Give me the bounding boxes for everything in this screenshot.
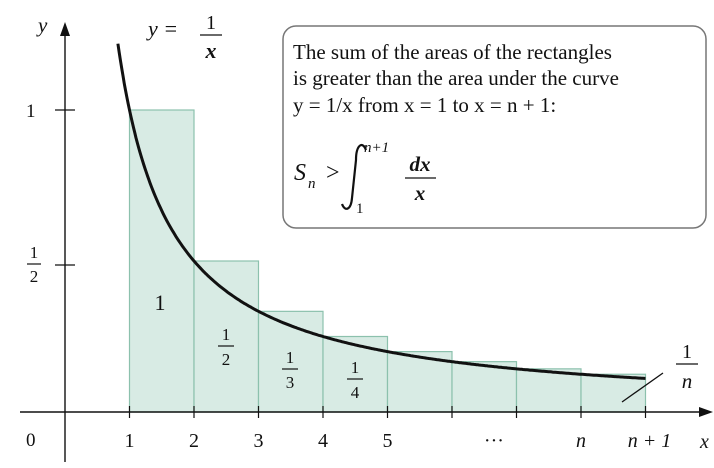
callout-line-2: is greater than the area under the curve [293,66,619,90]
rect-label-half-denominator: 2 [222,350,231,369]
rectangle-1 [128,109,195,413]
rectangles-group [128,109,647,413]
rect-label-third-numerator: 1 [286,348,295,367]
rectangle-8 [580,373,647,413]
curve-label: y = 1 x [146,12,222,63]
x-tick-label-6: ··· [484,430,504,452]
curve-label-lhs: y = [146,16,178,41]
curve-one-over-x [116,43,646,380]
origin-label: 0 [26,430,36,451]
rect-label-third-denominator: 3 [286,373,295,392]
y-tick-half-denominator: 2 [30,267,39,286]
rect-label-quarter-denominator: 4 [351,383,360,402]
rectangle-7 [515,368,582,413]
x-axis-label: x [699,431,709,453]
last-rect-numerator: 1 [682,341,692,363]
inequality-lhs-subscript: n [308,176,316,192]
curve-group [116,43,646,380]
x-tick-label-8: n + 1 [628,430,672,452]
integral-sign-icon [340,143,368,210]
x-tick-label-2: 2 [189,430,199,452]
last-rect-denominator: n [682,369,693,393]
last-rect-label: 1 n [621,341,698,403]
rectangle-6 [451,361,518,413]
rect-label-1: 1 [155,290,166,315]
callout-inequality: S n > n+1 1 dx x [294,140,436,217]
integrand-numerator: dx [410,152,431,176]
y-tick-label-half: 1 2 [27,243,41,286]
rect-label-quarter: 1 4 [347,358,363,402]
rect-label-third: 1 3 [282,348,298,392]
curve-label-numerator: 1 [206,12,216,34]
callout-border [282,25,707,229]
rect-label-half: 1 2 [218,325,234,369]
x-tick-label-3: 3 [254,430,264,452]
y-axis-arrow-icon [60,22,70,36]
rectangle-3 [257,310,324,413]
callout-box: The sum of the areas of the rectangles i… [282,25,707,229]
y-tick-half-numerator: 1 [30,243,39,262]
x-ticks-group: 1 2 3 4 5 ··· n n + 1 [125,406,672,452]
callout-line-1: The sum of the areas of the rectangles [293,40,612,64]
rectangle-2 [193,260,260,413]
x-tick-label-5: 5 [383,430,393,452]
x-tick-label-1: 1 [125,430,135,452]
x-tick-label-7: n [576,430,586,452]
curve-label-denominator: x [205,38,217,63]
callout-line-3: y = 1/x from x = 1 to x = n + 1: [293,93,556,117]
integrand-denominator: x [414,181,426,205]
last-rect-leader-line [621,372,664,403]
inequality-lhs: S [294,160,306,186]
integral-upper-limit: n+1 [364,140,389,156]
x-axis-arrow-icon [699,407,713,417]
integral-lower-limit: 1 [356,201,364,217]
rect-label-quarter-numerator: 1 [351,358,360,377]
rect-label-half-numerator: 1 [222,325,231,344]
x-tick-label-4: 4 [318,430,328,452]
y-axis-label: y [36,13,48,37]
y-tick-label-1: 1 [26,101,36,122]
inequality-relation: > [326,160,340,186]
